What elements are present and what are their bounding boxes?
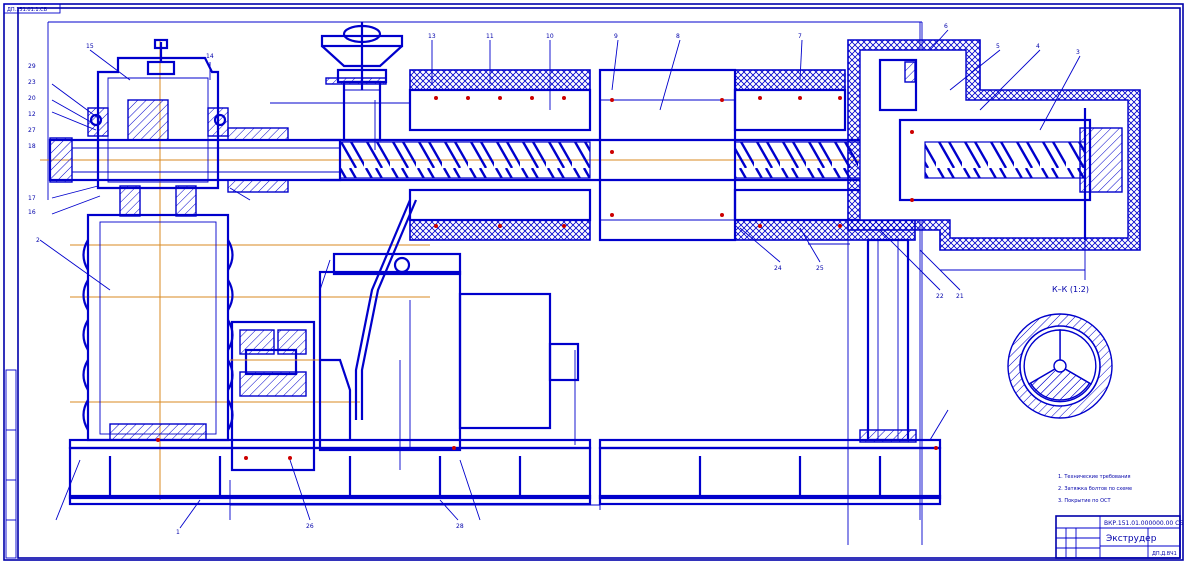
callout-6: 17 — [28, 195, 36, 202]
callout-25: 25 — [816, 265, 824, 272]
sheet-code: ДП.Д.ВЧ1 — [1152, 551, 1177, 557]
callout-16: 6 — [944, 23, 948, 30]
callout-numbers: 29 23 20 12 27 18 17 16 15 14 13 11 10 9… — [28, 23, 1080, 536]
callout-leaders — [39, 29, 1081, 529]
title-block: ВКР.151.01.000000.00 СБ Экструдер ДП.Д.В… — [1055, 515, 1183, 559]
base-frame — [68, 438, 942, 506]
die-head — [847, 39, 1141, 251]
note-0: 1. Технические требования — [1058, 474, 1131, 480]
callout-5: 18 — [28, 143, 36, 150]
coupling-reducer — [230, 252, 580, 472]
callout-19: 3 — [1076, 49, 1080, 56]
callout-10: 13 — [428, 33, 436, 40]
motor — [82, 213, 234, 442]
callout-22: 22 — [936, 293, 944, 300]
callout-23: 21 — [956, 293, 964, 300]
callout-26: 26 — [306, 523, 314, 530]
callout-17: 5 — [996, 43, 1000, 50]
callout-24: 24 — [774, 265, 782, 272]
note-2: 3. Покрытие по ОСТ — [1058, 498, 1111, 504]
callout-20: 2 — [36, 237, 40, 244]
sheet-frame — [3, 3, 1184, 561]
callout-0: 29 — [28, 63, 36, 70]
callout-7: 16 — [28, 209, 36, 216]
top-left-tag-box — [3, 3, 61, 14]
fasteners — [156, 96, 938, 460]
callout-9: 14 — [206, 53, 214, 60]
feed-hopper — [320, 22, 404, 142]
callout-11: 11 — [486, 33, 494, 40]
gearbox-housing — [87, 38, 229, 217]
section-label: К–К (1:2) — [1052, 285, 1089, 294]
callout-15: 7 — [798, 33, 802, 40]
callout-18: 4 — [1036, 43, 1040, 50]
inner-frame — [17, 7, 1181, 559]
support-stand — [859, 238, 917, 443]
callout-21: 1 — [176, 529, 180, 536]
top-left-tag: ДП.151.01.1.СБ — [7, 7, 48, 13]
callout-4: 27 — [28, 127, 36, 134]
callout-12: 10 — [546, 33, 554, 40]
callout-14: 8 — [676, 33, 680, 40]
margin-strip — [5, 369, 17, 559]
callout-2: 20 — [28, 95, 36, 102]
technical-notes: 1. Технические требования 2. Затяжка бол… — [1058, 474, 1132, 504]
callout-3: 12 — [28, 111, 36, 118]
callout-8: 15 — [86, 43, 94, 50]
callout-13: 9 — [614, 33, 618, 40]
callout-27: 28 — [456, 523, 464, 530]
oil-tube — [354, 199, 412, 420]
note-1: 2. Затяжка болтов по схеме — [1058, 486, 1132, 492]
section-view: К–К (1:2) — [1007, 285, 1113, 419]
doc-code: ВКР.151.01.000000.00 СБ — [1104, 520, 1183, 527]
heater-jackets — [408, 68, 917, 242]
callout-1: 23 — [28, 79, 36, 86]
drawing-title: Экструдер — [1106, 534, 1157, 544]
